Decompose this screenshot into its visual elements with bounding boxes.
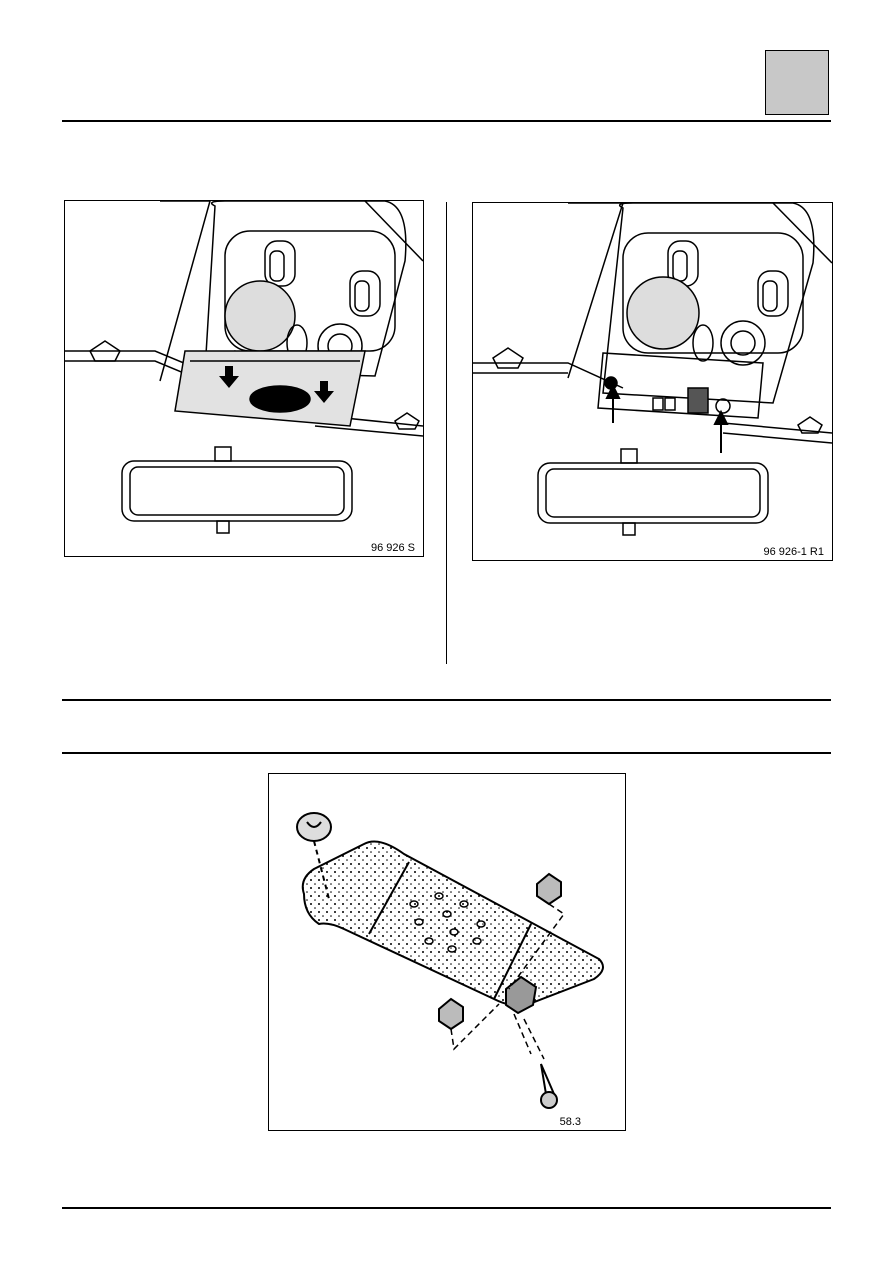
sun-visor-exploded-illustration: [296, 812, 604, 1109]
footer-rule: [62, 1207, 831, 1209]
figure-caption: 96 926 S: [370, 542, 415, 554]
courtesy-light-cover-illustration: [65, 201, 423, 534]
section-rule-top: [62, 699, 831, 701]
figure-sun-visor: 58.3: [268, 773, 626, 1131]
column-divider: [446, 202, 447, 664]
header-rule: [62, 120, 831, 122]
figure-courtesy-light-open: 96 926-1 R1: [472, 202, 833, 561]
figure-caption: 96 926-1 R1: [763, 546, 824, 558]
section-rule-bottom: [62, 752, 831, 754]
figure-courtesy-light-cover: 96 926 S: [64, 200, 424, 557]
figure-caption: 58.3: [559, 1116, 581, 1128]
section-tab-marker: [765, 50, 829, 115]
courtesy-light-open-illustration: [473, 203, 832, 536]
